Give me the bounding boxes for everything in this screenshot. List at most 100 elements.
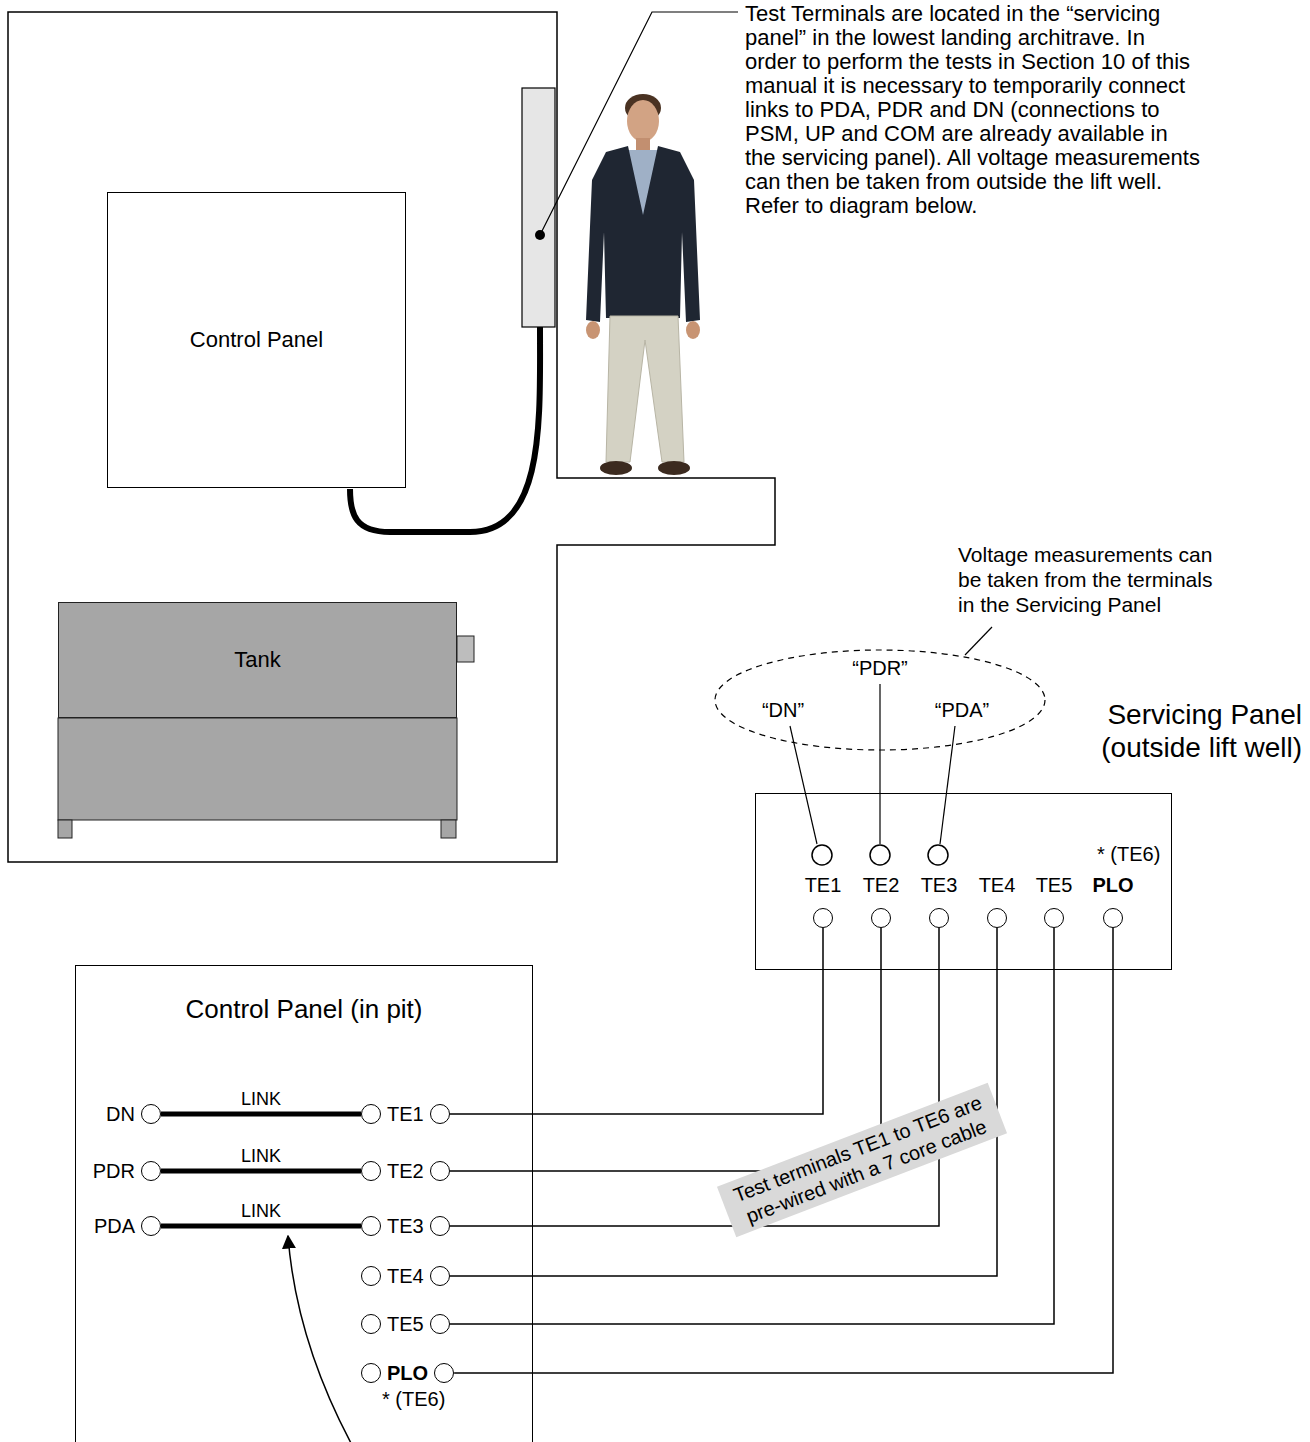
terminal-label: TE3 [387, 1214, 424, 1238]
terminal-callout: “PDA” [935, 699, 989, 721]
terminal-circle [434, 1363, 454, 1383]
terminal-circle [361, 1104, 381, 1124]
leader-line [790, 726, 817, 844]
terminal-circle [141, 1104, 161, 1124]
person-hand [686, 321, 700, 339]
tank-body: Tank [58, 602, 457, 718]
cable-core [450, 928, 1054, 1324]
terminal: TE2 [361, 1159, 450, 1183]
terminal: TE3 [921, 874, 958, 928]
terminal: TE5 [1036, 874, 1073, 928]
terminal-callout: “DN” [762, 699, 804, 721]
tank-fitting [457, 636, 474, 662]
callout-note: Voltage measurements can be taken from t… [958, 542, 1233, 617]
leader-line [879, 684, 880, 844]
person-shoe [600, 461, 632, 475]
terminal-circle [928, 845, 948, 865]
leader-line [965, 627, 992, 655]
terminal: TE3 [361, 1214, 450, 1238]
tank-leg [58, 820, 72, 838]
link-label: LINK [239, 1201, 283, 1221]
terminal-label: TE5 [1036, 874, 1073, 897]
cable [350, 327, 540, 532]
tank-base [58, 718, 457, 820]
terminal-label: TE3 [921, 874, 958, 897]
terminal-note: * (TE6) [1097, 843, 1160, 865]
person-figure [586, 94, 700, 475]
terminal: TE2 [863, 874, 900, 928]
terminal-circle [987, 908, 1007, 928]
panel-heading: Servicing Panel (outside lift well) [1072, 698, 1302, 764]
terminal: TE4 [979, 874, 1016, 928]
terminal-label: TE2 [863, 874, 900, 897]
terminal-circle [430, 1266, 450, 1286]
terminal: DN [106, 1102, 161, 1126]
person-jacket [586, 146, 700, 322]
terminal: TE1 [805, 874, 842, 928]
terminal-circle [141, 1161, 161, 1181]
tank-leg [441, 820, 456, 838]
terminal-callout: “PDR” [852, 657, 908, 679]
terminal-label: TE1 [387, 1102, 424, 1126]
person-neck [636, 138, 650, 152]
person-face [627, 100, 659, 142]
link-wire [161, 1169, 361, 1174]
person-trousers [606, 316, 684, 462]
terminal-circle [929, 908, 949, 928]
terminal-label: TE4 [387, 1264, 424, 1288]
panel-label: Control Panel [190, 327, 323, 353]
terminal-circle [361, 1363, 381, 1383]
terminal-circle [430, 1314, 450, 1334]
link-label: LINK [239, 1146, 283, 1166]
terminal-circle [812, 845, 832, 865]
wall-servicing-panel [522, 88, 555, 327]
tank-label: Tank [234, 647, 280, 673]
terminal-circle [361, 1216, 381, 1236]
terminal-circle [430, 1104, 450, 1124]
terminal-circle [430, 1161, 450, 1181]
cable-core [450, 928, 823, 1114]
callout-note: Test Terminals are located in the “servi… [745, 2, 1200, 218]
leader-line [940, 726, 955, 844]
terminal: TE5 [361, 1312, 450, 1336]
terminal-circle [361, 1266, 381, 1286]
terminal-circle [870, 845, 890, 865]
panel-heading: Control Panel (in pit) [76, 994, 532, 1024]
terminal-circle [813, 908, 833, 928]
lift-well-outline [8, 12, 775, 862]
terminal-label: TE4 [979, 874, 1016, 897]
terminal: PDA [94, 1214, 161, 1238]
link-wire [161, 1112, 361, 1117]
link-wire [161, 1224, 361, 1229]
person-shoe [658, 461, 690, 475]
control-panel-box: Control Panel [107, 192, 406, 488]
terminal-circle [141, 1216, 161, 1236]
terminal-note: * (TE6) [382, 1388, 445, 1410]
cable-core [450, 928, 997, 1276]
terminal-circle [1044, 908, 1064, 928]
pointer-arrow [288, 1236, 352, 1442]
terminal-label: TE5 [387, 1312, 424, 1336]
link-label: LINK [239, 1089, 283, 1109]
terminal-label: PLO [1092, 874, 1133, 897]
pit-control-panel-box: Control Panel (in pit) DN TE1PDR TE2PDA TE3T… [75, 965, 533, 1442]
person-hand [586, 321, 600, 339]
terminal-label: PDR [93, 1159, 135, 1183]
terminal-circle [361, 1314, 381, 1334]
terminal: PLO [361, 1361, 454, 1385]
servicing-panel-box: Servicing Panel (outside lift well)TE1TE… [755, 793, 1172, 970]
terminal: PLO [1092, 874, 1133, 928]
terminal-label: DN [106, 1102, 135, 1126]
cable-core [454, 928, 1113, 1373]
cable-note: Test terminals TE1 to TE6 are pre-wired … [717, 1083, 1007, 1237]
leader-dot [535, 230, 545, 240]
terminal-label: TE2 [387, 1159, 424, 1183]
terminal-label: TE1 [805, 874, 842, 897]
terminal: TE1 [361, 1102, 450, 1126]
terminal-label: PDA [94, 1214, 135, 1238]
terminal-circle [871, 908, 891, 928]
terminal-circle [430, 1216, 450, 1236]
terminal: PDR [93, 1159, 161, 1183]
terminal-label: PLO [387, 1361, 428, 1385]
